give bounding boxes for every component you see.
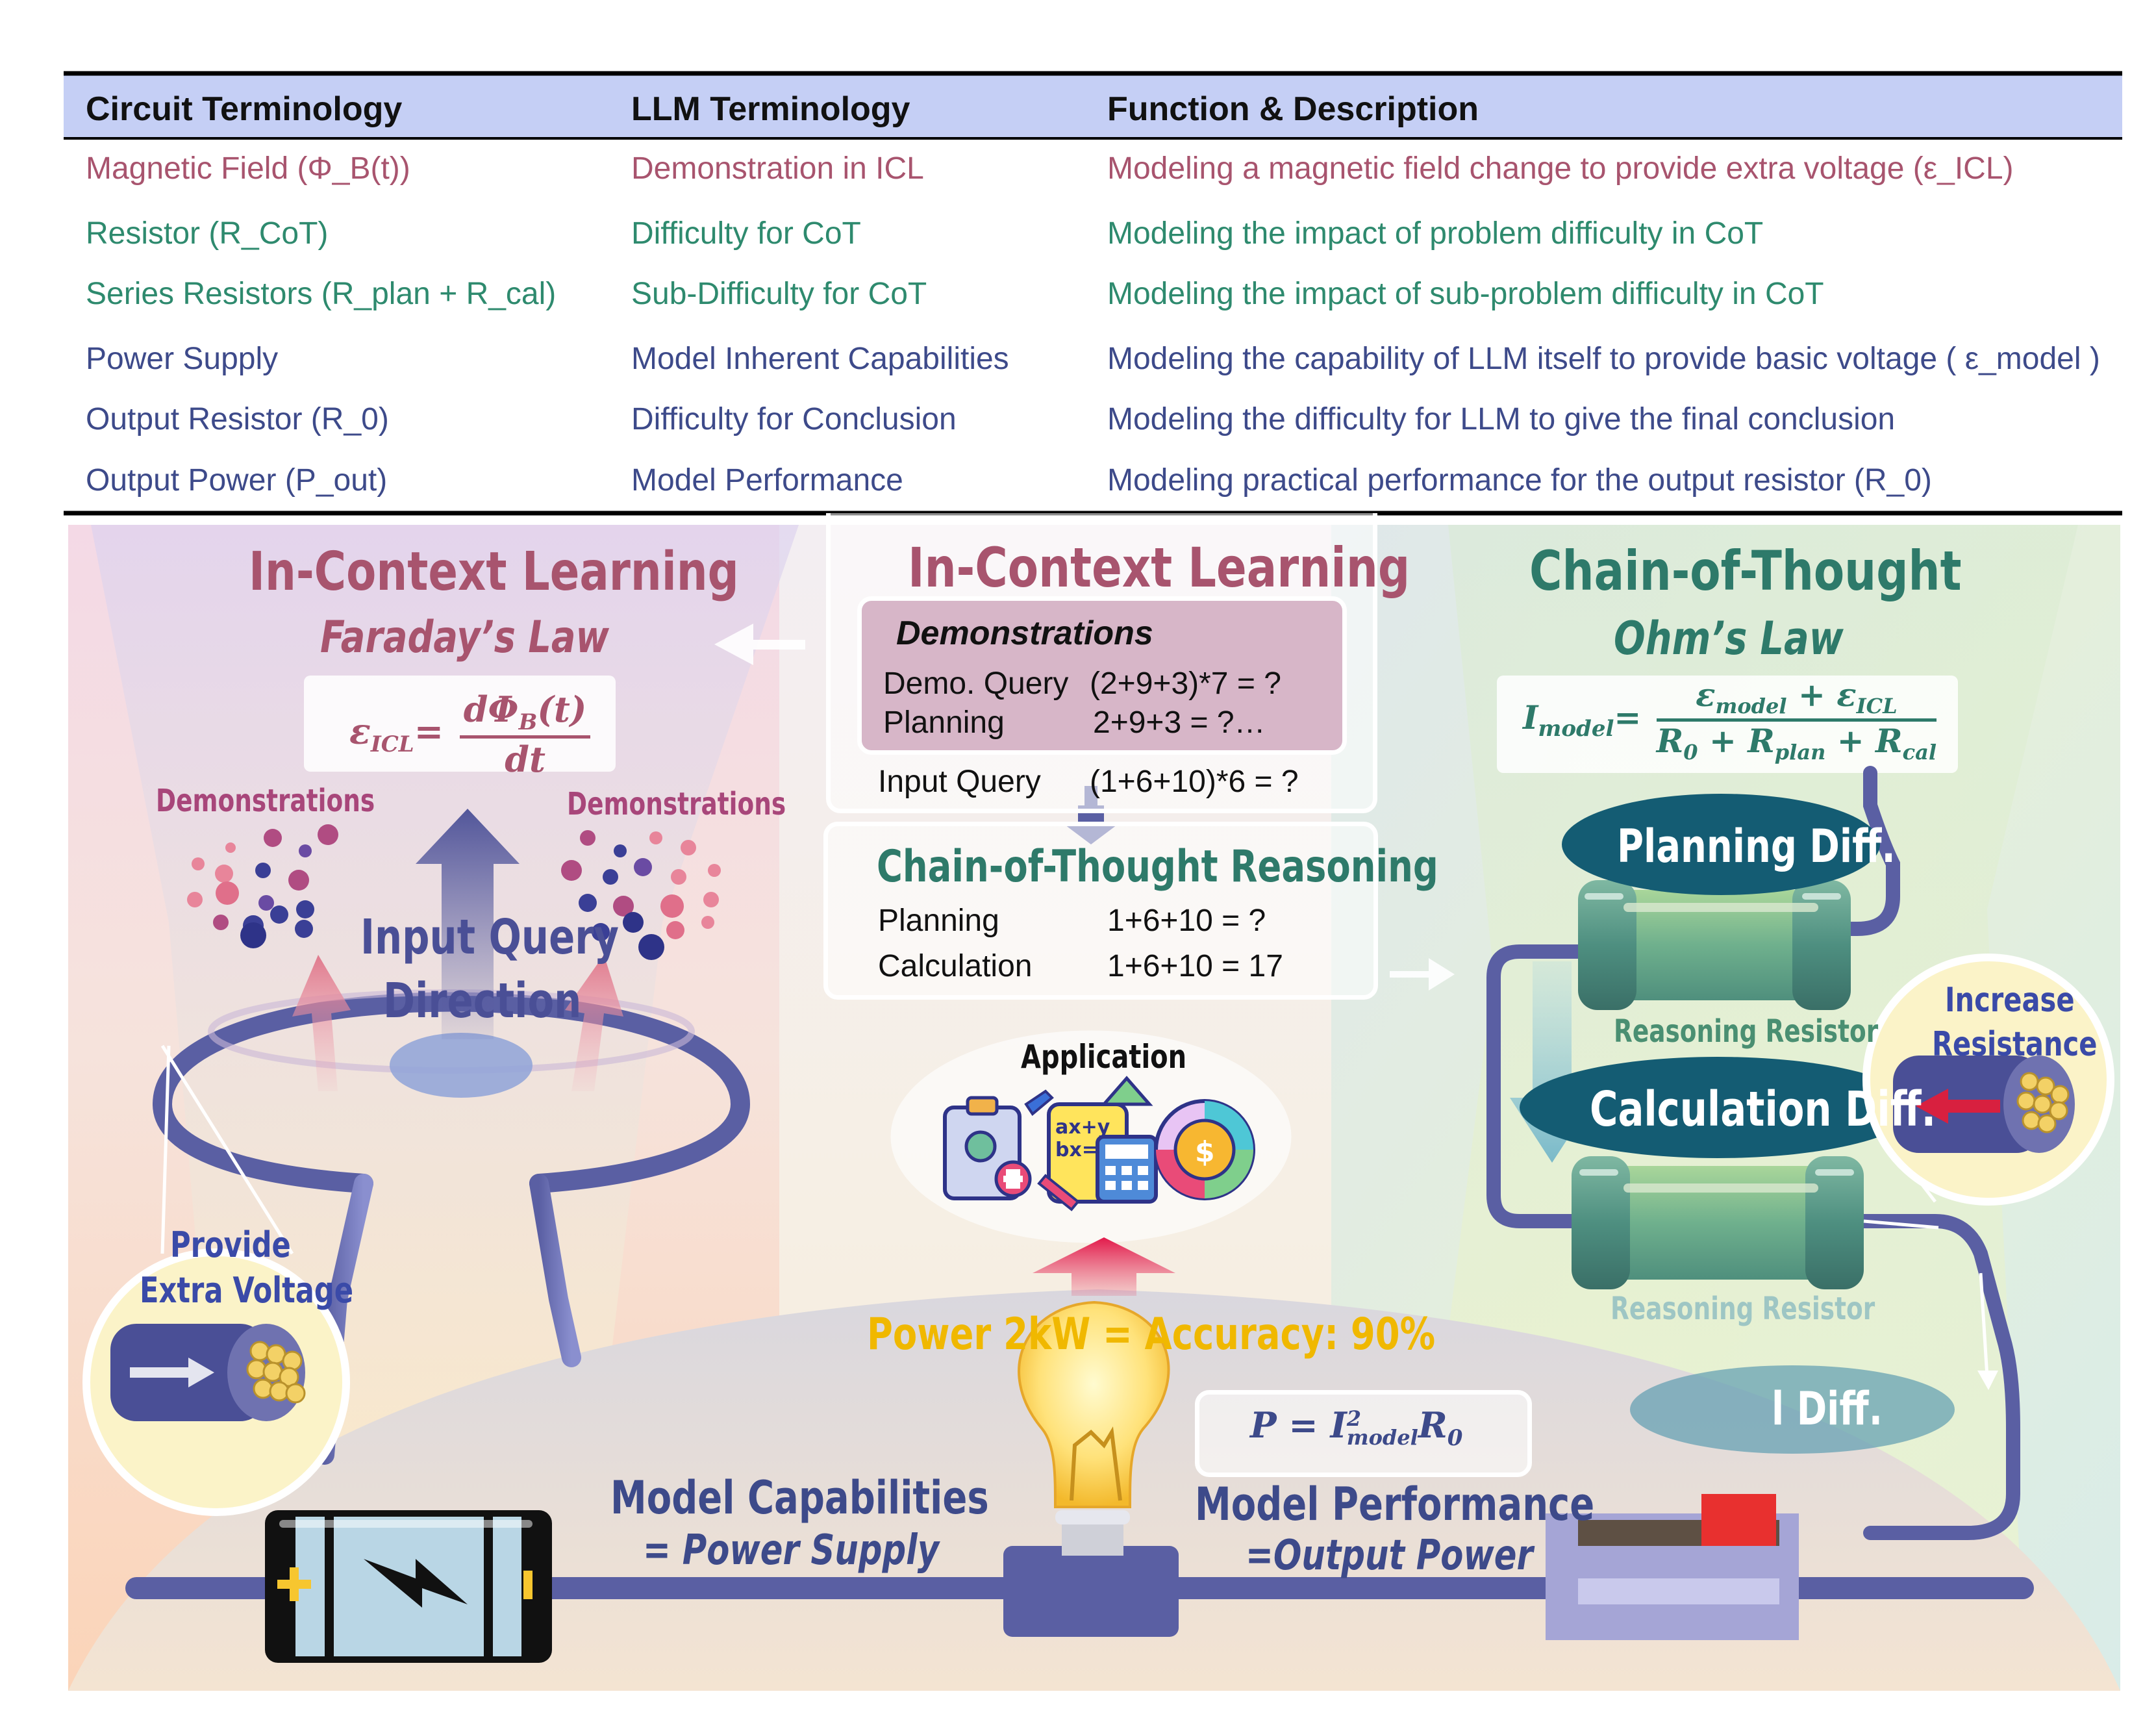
table-cell-llm: Model Inherent Capabilities — [631, 342, 1009, 376]
reasoning-resistor-label-1: Reasoning Resistor — [1614, 1013, 1879, 1050]
planning-diff-label: Planning Diff. — [1617, 820, 1896, 873]
calculation-diff-label: Calculation Diff. — [1590, 1081, 1937, 1137]
demonstrations-box — [857, 596, 1347, 755]
demo-planning-label: Planning — [883, 705, 1005, 740]
input-query-value: (1+6+10)*6 = ? — [1090, 765, 1299, 799]
table-cell-llm: Difficulty for Conclusion — [631, 402, 957, 436]
increase-resistance-line2: Resistance — [1932, 1025, 2098, 1064]
demo-query-value: (2+9+3)*7 = ? — [1090, 666, 1281, 701]
table-cell-desc: Modeling the impact of sub-problem diffi… — [1107, 277, 1824, 311]
table-cell-llm: Model Performance — [631, 463, 903, 498]
cot-planning-value: 1+6+10 = ? — [1107, 904, 1266, 938]
output-power-label: =Output Power — [1246, 1532, 1533, 1580]
cot-calculation-value: 1+6+10 = 17 — [1107, 949, 1283, 983]
table-cell-circuit: Magnetic Field (Φ_B(t)) — [86, 151, 410, 186]
application-label: Application — [1021, 1038, 1187, 1076]
icl-left-title: In-Context Learning — [249, 541, 739, 603]
cot-right-subtitle: Ohm’s Law — [1614, 612, 1844, 665]
input-query-direction-line1: Input Query — [360, 909, 620, 965]
cot-planning-label: Planning — [878, 904, 999, 938]
table-cell-circuit: Output Power (P_out) — [86, 463, 388, 498]
table-cell-desc: Modeling the capability of LLM itself to… — [1107, 342, 2100, 376]
table-cell-llm: Sub-Difficulty for CoT — [631, 277, 927, 311]
demo-query-label: Demo. Query — [883, 666, 1069, 701]
input-query-direction-line2: Direction — [383, 973, 582, 1029]
demonstrations-label-right: Demonstrations — [567, 786, 786, 822]
power-supply-label: = Power Supply — [643, 1526, 940, 1575]
ohm-formula: Imodel= εmodel + εICL R0 + Rplan + Rcal — [1523, 676, 1937, 765]
application-icons: ax+y bx=y $ — [943, 1076, 1255, 1211]
cot-calculation-label: Calculation — [878, 949, 1033, 983]
faraday-formula: εICL= dΦB(t) dt — [349, 689, 591, 780]
table-cell-desc: Modeling practical performance for the o… — [1107, 463, 1932, 498]
table-cell-desc: Modeling the impact of problem difficult… — [1107, 216, 1764, 251]
svg-text:$: $ — [1195, 1135, 1215, 1169]
reasoning-resistor-label-2: Reasoning Resistor — [1611, 1291, 1875, 1327]
cot-right-title: Chain-of-Thought — [1529, 539, 1962, 603]
provide-extra-voltage-line2: Extra Voltage — [140, 1270, 354, 1311]
third-diff-partial-label: l Diff. — [1772, 1382, 1883, 1435]
table-cell-circuit: Resistor (R_CoT) — [86, 216, 329, 251]
demonstrations-heading: Demonstrations — [896, 614, 1153, 652]
demonstration-dots-right — [561, 830, 721, 960]
provide-extra-voltage-line1: Provide — [170, 1224, 291, 1265]
table-cell-circuit: Series Resistors (R_plan + R_cal) — [86, 277, 557, 311]
table-cell-llm: Demonstration in ICL — [631, 151, 924, 186]
table-header-function: Function & Description — [1107, 90, 1479, 128]
power-accuracy-label: Power 2kW = Accuracy: 90% — [867, 1309, 1436, 1360]
power-formula-box — [1195, 1390, 1532, 1477]
table-cell-circuit: Power Supply — [86, 342, 279, 376]
table-cell-llm: Difficulty for CoT — [631, 216, 861, 251]
increase-resistance-line1: Increase — [1945, 981, 2075, 1020]
table-cell-desc: Modeling a magnetic field change to prov… — [1107, 151, 2014, 186]
demonstration-dots-left — [187, 824, 338, 948]
model-capabilities-label: Model Capabilities — [610, 1471, 989, 1524]
table-header-circuit: Circuit Terminology — [86, 90, 403, 128]
cot-reasoning-box — [823, 822, 1378, 1000]
icl-left-subtitle: Faraday’s Law — [320, 612, 610, 663]
app-formula-line1: ax+y — [1055, 1116, 1110, 1139]
icl-center-title: In-Context Learning — [908, 536, 1410, 600]
input-query-label: Input Query — [878, 765, 1041, 799]
table-header-llm: LLM Terminology — [631, 90, 910, 128]
cot-reasoning-title: Chain-of-Thought Reasoning — [877, 841, 1438, 892]
table-cell-desc: Modeling the difficulty for LLM to give … — [1107, 402, 1896, 436]
model-performance-label: Model Performance — [1195, 1478, 1595, 1531]
table-cell-circuit: Output Resistor (R_0) — [86, 402, 389, 436]
demonstrations-label-left: Demonstrations — [156, 783, 375, 819]
demo-planning-value: 2+9+3 = ?… — [1093, 705, 1266, 740]
